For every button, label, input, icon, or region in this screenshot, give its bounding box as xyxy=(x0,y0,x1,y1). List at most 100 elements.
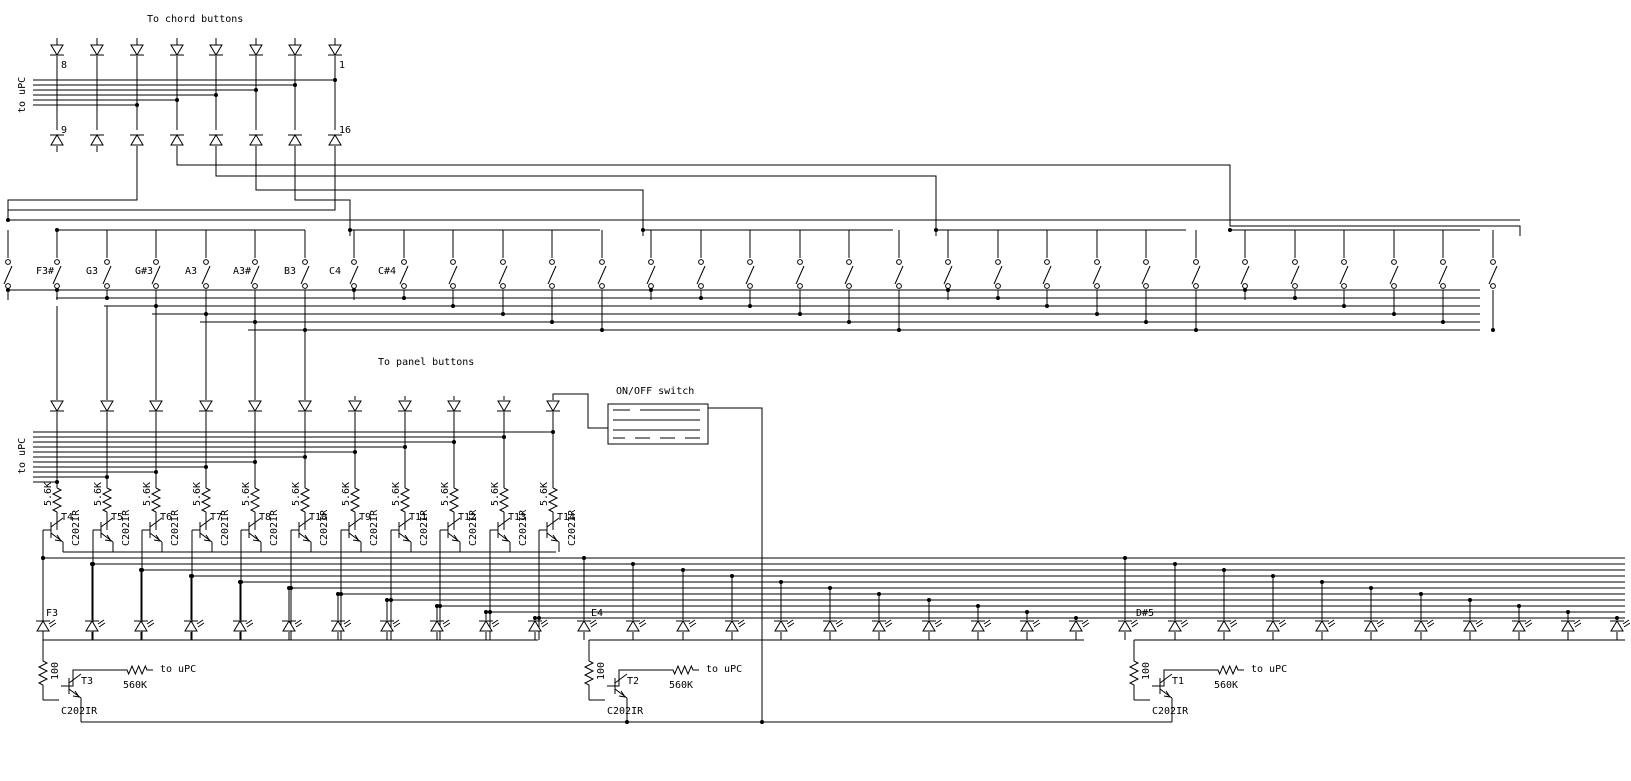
junction-dot xyxy=(1392,312,1396,316)
junction-dot xyxy=(287,586,291,590)
junction-dot xyxy=(1025,610,1029,614)
junction-dot xyxy=(105,296,109,300)
led-group-label: D#5 xyxy=(1136,608,1154,619)
key-switch xyxy=(498,265,508,285)
junction-dot xyxy=(1369,586,1373,590)
switch-contact xyxy=(54,283,60,289)
chord-diode-top xyxy=(288,44,302,56)
junction-dot xyxy=(996,296,1000,300)
switch-contact xyxy=(5,259,11,265)
driver-part-label: C202IR xyxy=(319,509,330,546)
driver-resistor-label: 5.6K xyxy=(490,482,501,506)
key-switch xyxy=(795,265,805,285)
panel-diode xyxy=(348,400,362,412)
driver-transistor xyxy=(539,517,560,543)
diode-label-9: 9 xyxy=(61,125,67,136)
status-led xyxy=(282,619,303,632)
junction-dot xyxy=(550,320,554,324)
chord-route xyxy=(176,146,1521,236)
driver-part-label: C202IR xyxy=(170,509,181,546)
status-led xyxy=(85,619,106,632)
junction-dot xyxy=(600,328,604,332)
switch-contact xyxy=(1292,259,1298,265)
junction-dot xyxy=(1566,610,1570,614)
junction-dot xyxy=(1144,320,1148,324)
junction-dot xyxy=(828,586,832,590)
status-led xyxy=(331,619,352,632)
junction-dot xyxy=(1074,616,1078,620)
switch-contact xyxy=(995,283,1001,289)
junction-dot xyxy=(551,430,555,434)
chord-route xyxy=(215,146,937,236)
status-led xyxy=(36,619,57,632)
panel-diode xyxy=(149,400,163,412)
chord-diode-bottom xyxy=(90,134,104,146)
switch-contact xyxy=(153,259,159,265)
diode-label-16: 16 xyxy=(339,125,351,136)
junction-dot xyxy=(1293,296,1297,300)
switch-contact xyxy=(1094,259,1100,265)
status-led xyxy=(1414,619,1435,632)
switch-contact xyxy=(203,259,209,265)
switch-contact xyxy=(1044,259,1050,265)
panel-diode xyxy=(298,400,312,412)
switch-contact xyxy=(153,283,159,289)
switch-contact xyxy=(1143,259,1149,265)
junction-dot xyxy=(533,616,537,620)
junction-dot xyxy=(897,328,901,332)
chord-diode-bottom xyxy=(288,134,302,146)
chord-diode-bottom xyxy=(170,134,184,146)
junction-dot xyxy=(730,574,734,578)
driver-resistor-label: 5.6K xyxy=(241,482,252,506)
panel-diode xyxy=(248,400,262,412)
junction-dot xyxy=(1194,328,1198,332)
status-led xyxy=(134,619,155,632)
junction-dot xyxy=(681,568,685,572)
junction-dot xyxy=(438,604,442,608)
chord-buttons-heading: To chord buttons xyxy=(147,14,243,25)
key-switch xyxy=(943,265,953,285)
key-label: A3 xyxy=(185,266,197,277)
driver-resistor xyxy=(249,487,261,513)
driver-resistor xyxy=(349,487,361,513)
junction-dot xyxy=(1045,304,1049,308)
junction-dot xyxy=(1271,574,1275,578)
driver-resistor-label: 5.6K xyxy=(440,482,451,506)
junction-dot xyxy=(976,604,980,608)
switch-contact xyxy=(599,259,605,265)
driver-transistor-label: T14 xyxy=(557,512,575,523)
key-switch xyxy=(1191,265,1201,285)
junction-dot xyxy=(214,93,218,97)
key-switch xyxy=(102,265,112,285)
driver-resistor xyxy=(399,487,411,513)
chord-diode-top xyxy=(130,44,144,56)
junction-dot xyxy=(452,440,456,444)
key-switch xyxy=(1141,265,1151,285)
driver-resistor xyxy=(150,487,162,513)
driver-part-label: C202IR xyxy=(121,509,132,546)
driver-transistor-label: T12 xyxy=(458,512,476,523)
switch-contact xyxy=(648,283,654,289)
key-switch xyxy=(1438,265,1448,285)
driver-transistor-label: T10 xyxy=(309,512,327,523)
switch-contact xyxy=(549,283,555,289)
key-switch xyxy=(1042,265,1052,285)
led-group-label: F3 xyxy=(46,608,58,619)
key-label: B3 xyxy=(284,266,296,277)
driver-transistor xyxy=(490,517,511,543)
switch-contact xyxy=(401,283,407,289)
junction-dot xyxy=(139,568,143,572)
key-switch xyxy=(52,265,62,285)
switch-contact xyxy=(252,283,258,289)
switch-contact xyxy=(896,259,902,265)
driver-resistor-label: 5.6K xyxy=(391,482,402,506)
switch-contact xyxy=(896,283,902,289)
switch-contact xyxy=(1490,259,1496,265)
key-switch xyxy=(448,265,458,285)
driver-part-label: C202IR xyxy=(71,509,82,546)
common-base-wire xyxy=(607,669,667,687)
junction-dot xyxy=(748,304,752,308)
driver-transistor xyxy=(43,517,64,543)
common-resistor xyxy=(37,660,49,686)
chord-diode-bottom xyxy=(50,134,64,146)
